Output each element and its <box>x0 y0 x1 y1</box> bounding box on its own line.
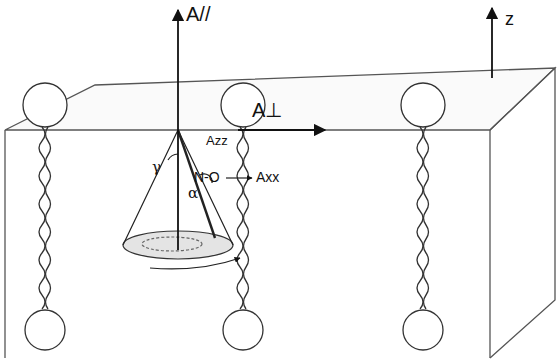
lipid-tail <box>244 127 249 309</box>
bond-label: N-O <box>194 170 220 184</box>
lipid-tail <box>424 127 429 309</box>
lipid-head <box>401 83 445 127</box>
lipid-tail <box>417 127 423 309</box>
lipid-molecules <box>23 83 445 350</box>
rotation-cone <box>123 130 252 269</box>
axis-label: Azz <box>206 134 228 147</box>
lipid-tail <box>39 127 45 309</box>
lipid-head <box>223 310 263 350</box>
axis-label: Axx <box>256 170 279 184</box>
lipid-head <box>23 83 67 127</box>
lipid-head <box>403 310 443 350</box>
angle-label: α <box>188 186 198 201</box>
lipid-tail <box>46 127 51 309</box>
membrane-box <box>5 68 555 358</box>
vector-label: A// <box>186 4 210 24</box>
axis-label: z <box>505 10 514 28</box>
lipid-tail <box>237 127 243 309</box>
lipid-head <box>25 310 65 350</box>
field-vectors <box>178 8 492 250</box>
angle-label: γ <box>152 160 161 175</box>
vector-label: A⊥ <box>252 100 282 120</box>
